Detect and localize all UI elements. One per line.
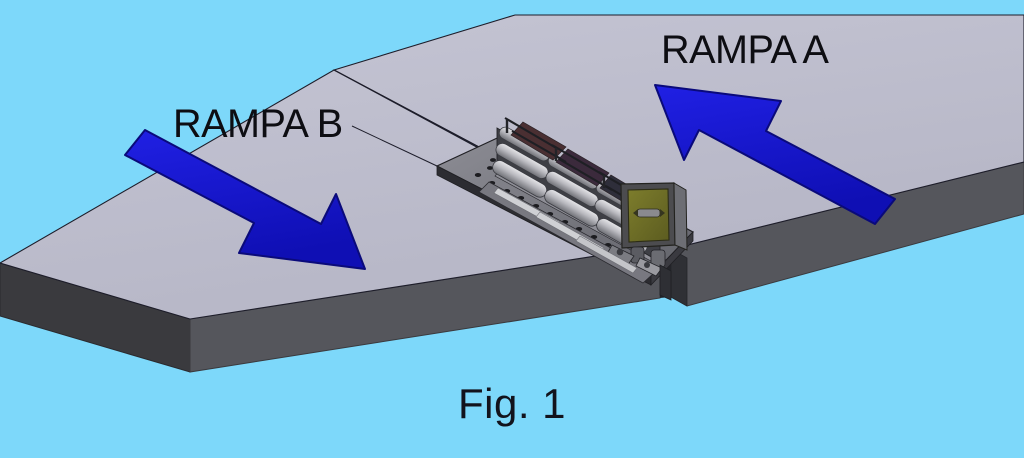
control-box-arrow-right-icon bbox=[660, 209, 665, 217]
roller-conveyor-machine bbox=[351, 117, 694, 301]
ramp-a-label: RAMPA A bbox=[661, 28, 829, 72]
control-box-arrow-left-icon bbox=[633, 209, 638, 217]
machine-control-box bbox=[620, 182, 688, 251]
ramp-a-arrow bbox=[654, 84, 896, 225]
arrow-down-right-icon bbox=[124, 129, 366, 270]
ramp-b-label: RAMPA B bbox=[173, 102, 343, 146]
ramp-plate-b bbox=[0, 69, 662, 373]
machine-leader-line bbox=[351, 125, 438, 167]
control-box-handle bbox=[636, 208, 661, 218]
machine-guide-strips bbox=[493, 187, 638, 274]
ramp-b-arrow bbox=[124, 129, 366, 270]
figure-caption: Fig. 1 bbox=[457, 380, 567, 427]
machine-drive-unit bbox=[606, 244, 666, 277]
machine-support-leg bbox=[659, 264, 672, 301]
control-box-side-face bbox=[673, 182, 688, 251]
arrow-up-left-icon bbox=[654, 84, 896, 225]
